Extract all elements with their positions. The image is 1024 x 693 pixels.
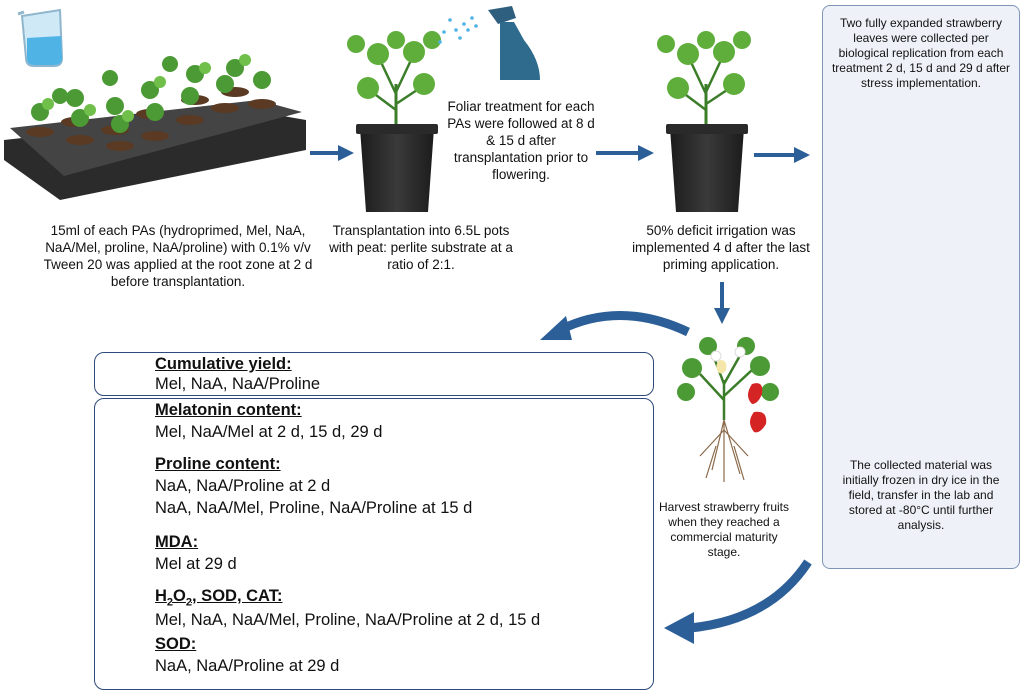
potted-plant-icon: [657, 31, 751, 212]
yield-box: Cumulative yield: Mel, NaA, NaA/Proline: [94, 352, 654, 396]
proline-up-text: NaA, NaA/Proline at 2 d: [155, 477, 331, 495]
storage-caption: The collected material was initially fro…: [842, 458, 1000, 532]
sod-text: NaA, NaA/Proline at 29 d: [155, 657, 340, 675]
transplant-caption: Transplantation into 6.5L pots with peat…: [329, 223, 513, 272]
mda-text: Mel at 29 d: [155, 555, 237, 573]
potted-plant-icon: [347, 31, 441, 212]
ros-text: Mel, NaA, NaA/Mel, Proline, NaA/Proline …: [155, 611, 541, 629]
collection-caption: Two fully expanded strawberry leaves wer…: [831, 16, 1011, 90]
biochem-box: Melatonin content: Mel, NaA/Mel at 2 d, …: [94, 398, 654, 690]
deficit-caption: 50% deficit irrigation was implemented 4…: [632, 223, 810, 272]
foliar-caption: Foliar treatment for each PAs were follo…: [447, 99, 595, 182]
spray-bottle-icon: [438, 6, 540, 80]
sod-title: SOD:: [155, 635, 197, 653]
yield-text: Mel, NaA, NaA/Proline: [155, 375, 321, 393]
mda-title: MDA:: [155, 533, 199, 551]
melatonin-text: Mel, NaA/Mel at 2 d, 15 d, 29 d: [155, 423, 383, 441]
beaker-icon: [17, 8, 64, 67]
seedling-tray-icon: [4, 54, 306, 200]
proline-down-text: NaA, NaA/Mel, Proline, NaA/Proline at 15…: [155, 499, 473, 517]
proline-title: Proline content:: [155, 455, 281, 473]
sampling-panel: Two fully expanded strawberry leaves wer…: [822, 5, 1020, 569]
harvest-caption: Harvest strawberry fruits when they reac…: [658, 500, 790, 559]
yield-title: Cumulative yield:: [155, 355, 292, 373]
flow-arrows: [310, 145, 812, 644]
strawberry-plant-icon: [677, 337, 779, 482]
ros-title: H2O2, SOD, CAT:: [155, 587, 283, 609]
root-priming-caption: 15ml of each PAs (hydroprimed, Mel, NaA,…: [43, 223, 313, 289]
melatonin-title: Melatonin content:: [155, 401, 302, 419]
